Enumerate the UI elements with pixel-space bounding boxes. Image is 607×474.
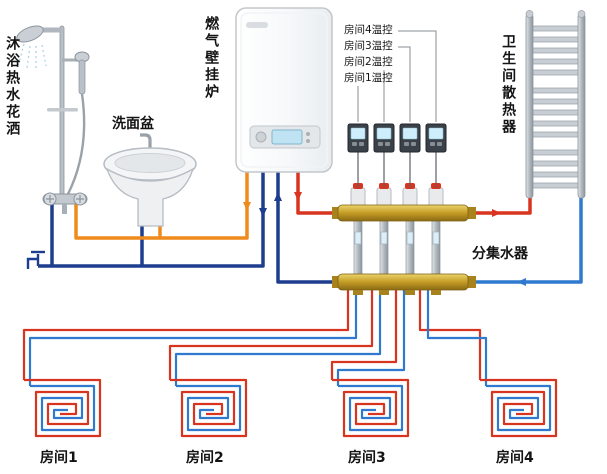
arrow-heating-supply — [294, 192, 302, 201]
pipe-room3-supply — [330, 290, 398, 380]
room-label-3: 房间3 — [348, 450, 386, 466]
pipe-room4-return — [426, 290, 488, 386]
arrow-heating-return — [274, 192, 282, 201]
mixer-spout — [62, 204, 67, 214]
manifold-supply-bar — [337, 204, 469, 222]
thermostat-room1 — [347, 123, 369, 153]
tap-valve — [26, 250, 45, 269]
basin-faucet — [140, 133, 152, 152]
manifold-assembly — [332, 183, 476, 295]
floor-coil-room2 — [168, 378, 248, 438]
shower-label: 沐浴热水花洒 — [4, 36, 21, 138]
boiler-display — [271, 129, 303, 145]
pipe-radiator-supply — [468, 198, 532, 215]
pipe-room3-return — [336, 290, 406, 386]
room-label-4: 房间4 — [496, 450, 534, 466]
thermostat-label-room2: 房间2温控 — [344, 56, 393, 68]
boiler-unit — [235, 7, 333, 173]
thermostat-leader-lines — [357, 30, 437, 122]
pipe-heating-supply — [296, 172, 338, 215]
pipe-room2-supply — [168, 290, 374, 380]
thermostat-room4 — [425, 123, 447, 153]
boiler-knob — [255, 131, 267, 143]
floor-coil-room4 — [478, 378, 558, 438]
pipe-heating-return — [276, 172, 338, 284]
thermostat-room2 — [373, 123, 395, 153]
pipe-domestic-cold-main — [38, 172, 265, 268]
floor-coil-room3 — [330, 378, 410, 438]
thermostat-label-room1: 房间1温控 — [344, 72, 393, 84]
shower-hose — [66, 93, 86, 195]
flow-arrows — [243, 192, 526, 286]
basin-label: 洗面盆 — [112, 116, 154, 132]
basin-pedestal — [105, 167, 195, 227]
manifold-branches — [353, 220, 441, 275]
manifold-label: 分集水器 — [472, 246, 528, 262]
thermostat-wires — [357, 152, 437, 188]
arrow-domestic-hot — [243, 202, 251, 211]
boiler-logo — [246, 22, 268, 28]
manifold-return-bar — [337, 273, 469, 291]
arrow-cold-water — [259, 208, 267, 217]
boiler-label: 燃气壁挂炉 — [203, 16, 220, 101]
thermostat-label-room3: 房间3温控 — [344, 40, 393, 52]
shower-spray — [17, 43, 47, 69]
radiator-label: 卫生间散热器 — [500, 34, 517, 136]
room-label-1: 房间1 — [40, 450, 78, 466]
manifold-actuators — [350, 183, 444, 207]
arrow-radiator-supply — [492, 209, 501, 217]
pipe-room1-return — [28, 290, 358, 386]
thermostat-label-room4: 房间4温控 — [344, 24, 393, 36]
floor-coil-room1 — [22, 378, 102, 438]
pipe-room4-supply — [418, 290, 482, 380]
pipe-room1-supply — [22, 290, 350, 380]
shower-fixture — [16, 25, 90, 214]
room-label-2: 房间2 — [186, 450, 224, 466]
thermostat-room3 — [399, 123, 421, 153]
arrow-radiator-return — [517, 278, 526, 286]
pipe-radiator-return — [468, 198, 583, 284]
shower-head — [16, 25, 44, 43]
towel-radiator — [525, 10, 586, 199]
shower-shelf — [47, 108, 78, 112]
pipe-room2-return — [174, 290, 382, 386]
wash-basin — [103, 133, 197, 227]
